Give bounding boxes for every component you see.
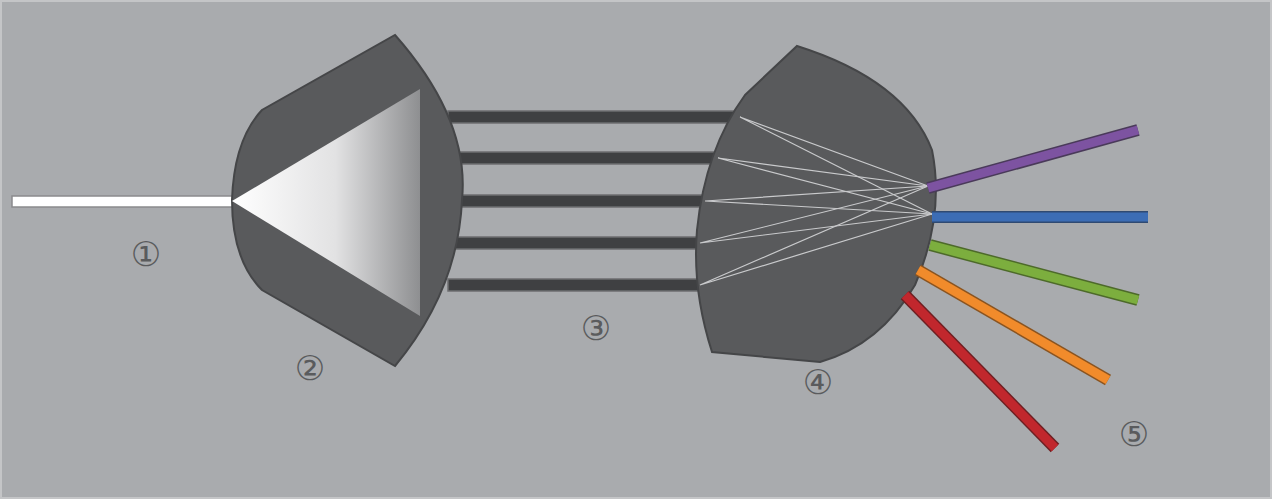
blue-fiber xyxy=(932,213,1148,222)
output-fibers xyxy=(905,130,1148,448)
fiber xyxy=(455,152,723,164)
fiber-outline xyxy=(905,295,1055,448)
light-path xyxy=(700,186,932,285)
light-path xyxy=(718,158,932,214)
splitter-housing xyxy=(232,35,463,366)
fiber xyxy=(455,237,705,249)
callout-number: ② xyxy=(295,351,325,385)
combiner-housing xyxy=(696,46,936,362)
fiber-outline xyxy=(932,211,1148,223)
fiber-outline xyxy=(918,270,1108,380)
callout-number: ① xyxy=(131,237,161,271)
violet-fiber xyxy=(928,130,1138,188)
fiber xyxy=(448,279,706,291)
red-fiber xyxy=(905,295,1055,448)
fiber xyxy=(458,195,708,207)
internal-light-paths xyxy=(700,117,932,285)
light-path xyxy=(705,186,932,214)
light-path xyxy=(740,117,932,214)
input-fiber xyxy=(12,196,236,207)
callout-number: ③ xyxy=(581,311,611,345)
callout-number: ④ xyxy=(803,365,833,399)
callout-number: ⑤ xyxy=(1119,417,1149,451)
fiber-outline xyxy=(928,130,1138,188)
fiber xyxy=(448,111,744,123)
splitter-prism xyxy=(232,89,420,316)
orange-fiber xyxy=(918,270,1108,380)
